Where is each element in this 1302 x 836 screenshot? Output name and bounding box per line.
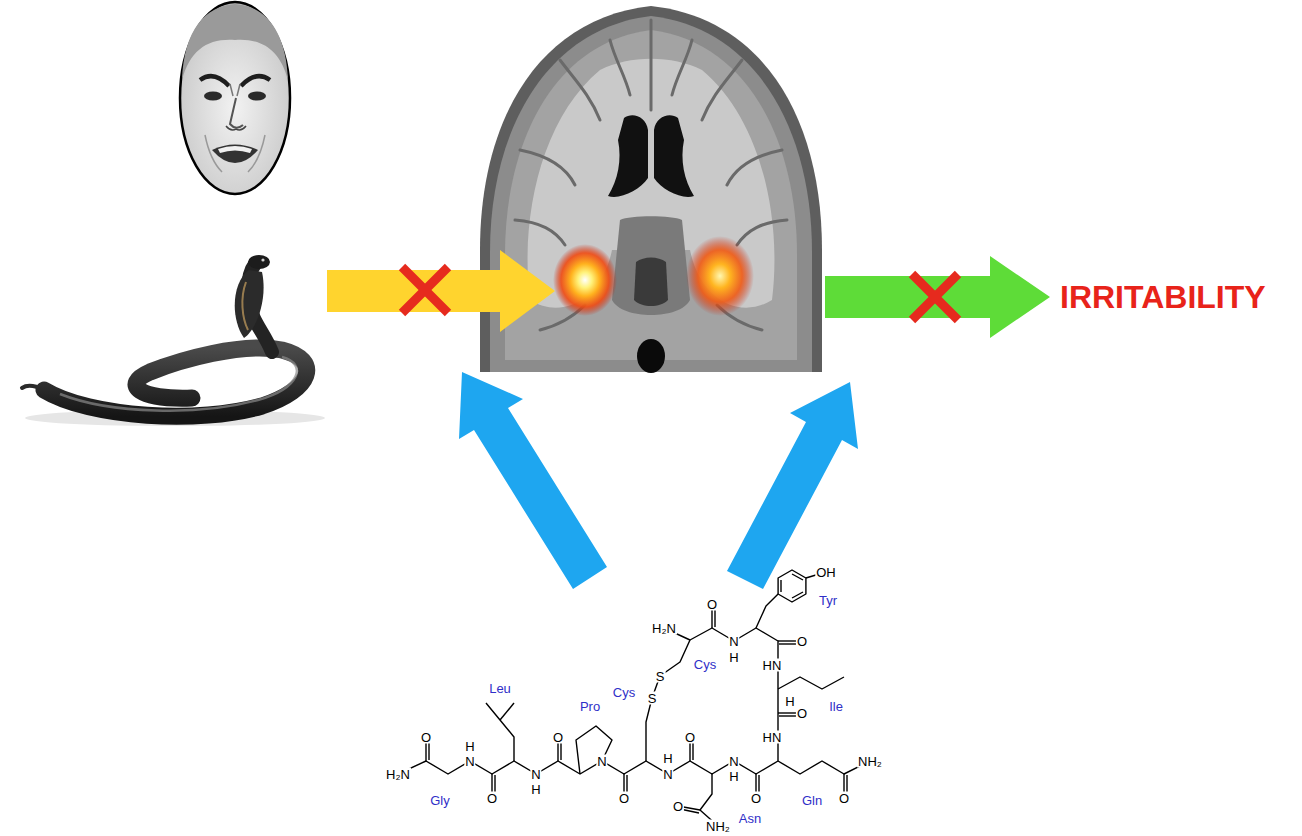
block-cross <box>912 274 958 320</box>
residue-label: Gly <box>429 794 451 807</box>
effect-label: IRRITABILITY <box>1060 281 1266 313</box>
atom-label: H₂N <box>385 768 411 781</box>
atom-label: O <box>486 792 498 805</box>
atom-label: O <box>796 707 808 720</box>
atom-label: H <box>784 695 795 708</box>
residue-label: Cys <box>693 658 717 671</box>
residue-label: Tyr <box>818 594 838 607</box>
atom-label: S <box>655 670 666 683</box>
atom-label: H <box>662 752 673 765</box>
block-cross <box>402 267 448 313</box>
atom-label: O <box>672 800 684 813</box>
residue-label: Gln <box>801 794 823 807</box>
residue-label: Asn <box>738 812 762 825</box>
residue-label: Pro <box>579 700 601 713</box>
atom-label: N <box>530 768 541 781</box>
atom-label: H <box>728 770 739 783</box>
residue-label: Leu <box>488 682 512 695</box>
input-arrow <box>327 250 555 332</box>
modulation-arrow <box>459 372 607 589</box>
cobra-snake <box>22 255 325 426</box>
atom-label: HN <box>762 731 783 744</box>
atom-label: H <box>530 783 541 796</box>
atom-label: O <box>420 731 432 744</box>
residue-label: Ile <box>828 700 844 713</box>
atom-label: O <box>796 635 808 648</box>
atom-label: N <box>464 755 475 768</box>
brain-mri <box>480 6 822 373</box>
atom-label: O <box>552 731 564 744</box>
molecule-bonds <box>398 570 870 826</box>
atom-label: O <box>618 792 630 805</box>
output-arrow <box>825 256 1050 338</box>
atom-label: N <box>728 635 739 648</box>
atom-label: OH <box>815 566 837 579</box>
atom-label: NH₂ <box>705 820 731 833</box>
atom-label: S <box>647 692 658 705</box>
atom-label: O <box>838 792 850 805</box>
atom-label: H <box>728 651 739 664</box>
atom-label: O <box>706 598 718 611</box>
atom-label: N <box>728 755 739 768</box>
atom-label: NH₂ <box>857 755 883 768</box>
atom-label: H₂N <box>651 622 677 635</box>
atom-label: H <box>464 740 475 753</box>
atom-label: O <box>750 792 762 805</box>
atom-label: N <box>662 768 673 781</box>
residue-label: Cys <box>612 686 636 699</box>
atom-label: HN <box>762 659 783 672</box>
modulation-arrow <box>727 382 858 589</box>
atom-label: N <box>596 755 607 768</box>
angry-face <box>180 2 290 194</box>
atom-label: O <box>684 731 696 744</box>
